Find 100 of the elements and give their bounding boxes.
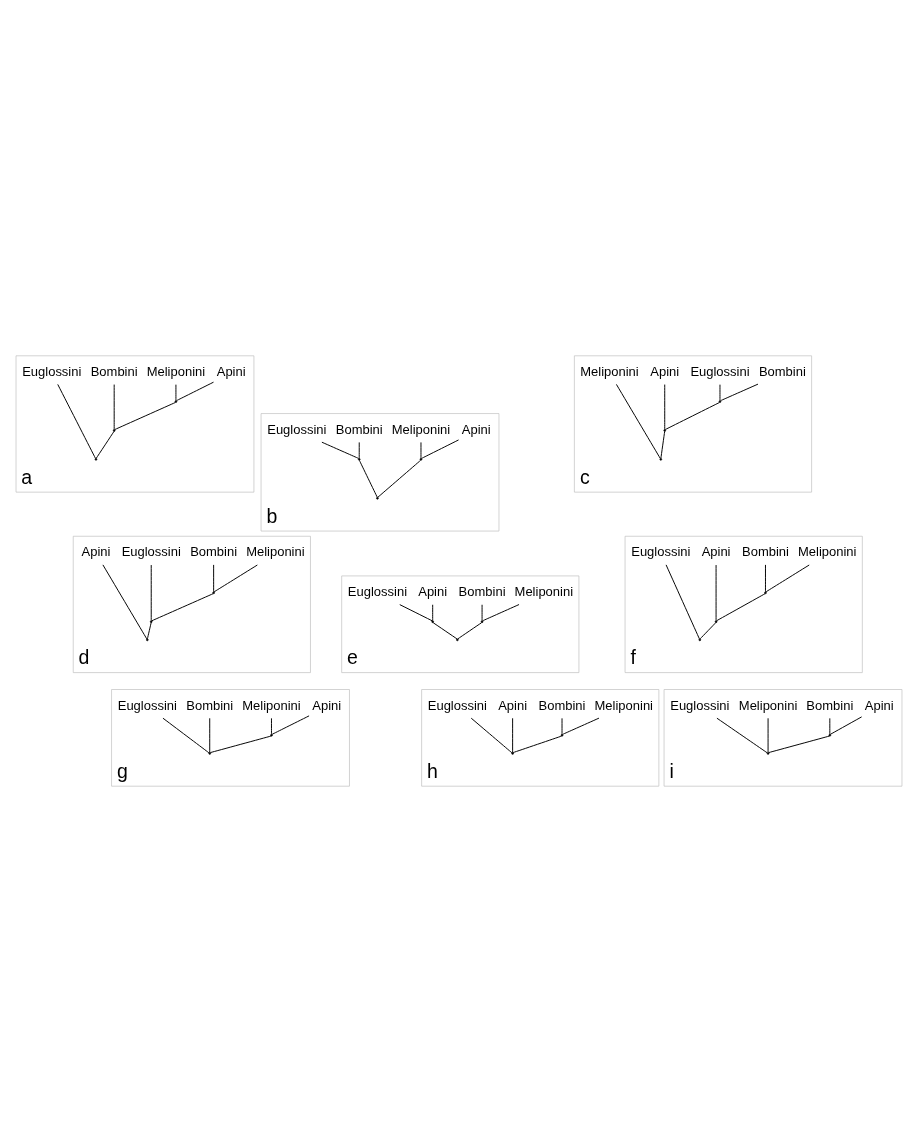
connector bbox=[512, 735, 563, 753]
connector bbox=[561, 717, 563, 735]
node-text: Bombini bbox=[806, 697, 854, 713]
node-text: Bombini bbox=[90, 363, 138, 379]
connector bbox=[767, 717, 769, 753]
node-text: Bombini bbox=[458, 583, 506, 599]
node-point bbox=[174, 399, 178, 403]
connector bbox=[114, 401, 176, 430]
connector bbox=[664, 401, 720, 430]
node-text: Apini bbox=[498, 697, 528, 713]
node-text: Euglossini bbox=[22, 363, 82, 379]
node-point bbox=[419, 457, 423, 461]
node-text: Euglossini bbox=[117, 697, 177, 713]
node-text: Euglossini bbox=[121, 543, 181, 559]
connector bbox=[665, 563, 700, 639]
node-point bbox=[828, 733, 832, 737]
connector bbox=[213, 564, 258, 592]
node-point bbox=[456, 638, 459, 641]
node-point bbox=[718, 399, 722, 403]
node-point bbox=[146, 638, 149, 641]
connector bbox=[420, 441, 422, 459]
node-point bbox=[766, 751, 770, 755]
node-point bbox=[212, 591, 215, 594]
node-text: Meliponini bbox=[738, 697, 798, 713]
node-point bbox=[357, 457, 361, 461]
node-text: Meliponini bbox=[797, 543, 857, 559]
connector bbox=[358, 441, 360, 459]
node-text: Euglossini bbox=[427, 697, 487, 713]
node-text: Meliponini bbox=[514, 583, 574, 599]
connector bbox=[765, 564, 810, 592]
node-text: Meliponini bbox=[242, 697, 301, 713]
connector bbox=[151, 592, 214, 621]
connector bbox=[175, 383, 177, 401]
node-point bbox=[208, 751, 211, 755]
connector bbox=[470, 717, 513, 753]
node-point bbox=[376, 496, 379, 500]
connector bbox=[615, 383, 661, 459]
connector bbox=[716, 717, 768, 753]
node-text: Meliponini bbox=[580, 363, 639, 379]
node-point bbox=[714, 619, 718, 623]
connector bbox=[162, 717, 210, 753]
node-text: Euglossini bbox=[670, 697, 730, 713]
node-text: Euglossini bbox=[267, 421, 327, 437]
connector bbox=[432, 603, 434, 621]
node-text: Bombini bbox=[335, 421, 383, 437]
connector bbox=[95, 430, 115, 459]
node-text: Meliponini bbox=[391, 421, 451, 437]
node-text: Apini bbox=[81, 543, 111, 559]
node-point bbox=[149, 619, 153, 623]
node-text: Apini bbox=[418, 583, 448, 599]
connector bbox=[57, 383, 96, 459]
node-point bbox=[764, 591, 767, 594]
connector bbox=[664, 383, 666, 430]
connector bbox=[102, 563, 148, 639]
connector bbox=[512, 717, 514, 753]
node-text: Apini bbox=[461, 421, 491, 437]
node-text: Meliponini bbox=[146, 363, 206, 379]
connector bbox=[271, 717, 272, 735]
connector bbox=[481, 603, 483, 621]
connector bbox=[150, 564, 152, 621]
connector bbox=[146, 621, 152, 639]
node-point bbox=[698, 638, 702, 641]
connector bbox=[176, 381, 214, 401]
connector bbox=[482, 603, 520, 621]
connector bbox=[829, 717, 831, 735]
node-point bbox=[94, 457, 98, 461]
connector bbox=[660, 430, 666, 459]
connector bbox=[209, 735, 272, 753]
connector bbox=[768, 735, 830, 753]
connector bbox=[720, 383, 759, 401]
connector bbox=[457, 621, 483, 639]
node-point bbox=[560, 733, 564, 737]
node-text: Bombini bbox=[190, 543, 238, 559]
connector bbox=[358, 459, 378, 498]
connector bbox=[377, 459, 422, 498]
connector bbox=[113, 383, 115, 430]
connector bbox=[829, 715, 863, 735]
connector bbox=[213, 563, 215, 592]
connector bbox=[421, 438, 460, 459]
node-point bbox=[431, 619, 434, 623]
connector bbox=[562, 717, 600, 735]
node-text: Apini bbox=[701, 543, 731, 559]
node-text: Bombini bbox=[758, 363, 806, 379]
node-text: Meliponini bbox=[246, 543, 305, 559]
connector bbox=[399, 603, 433, 621]
node-text: Euglossini bbox=[631, 543, 691, 559]
connector bbox=[321, 441, 359, 459]
node-text: Apini bbox=[864, 697, 894, 713]
node-text: Apini bbox=[216, 363, 246, 379]
node-text: Bombini bbox=[742, 543, 789, 559]
node-point bbox=[659, 457, 663, 461]
connector bbox=[271, 714, 310, 735]
node-point bbox=[270, 733, 273, 737]
node-text: Euglossini bbox=[347, 583, 408, 599]
node-point bbox=[663, 428, 666, 432]
node-text: Bombini bbox=[186, 697, 234, 713]
node-point bbox=[511, 751, 514, 755]
node-text: Euglossini bbox=[690, 363, 750, 379]
node-text: Meliponini bbox=[594, 697, 654, 713]
connector bbox=[432, 621, 458, 639]
